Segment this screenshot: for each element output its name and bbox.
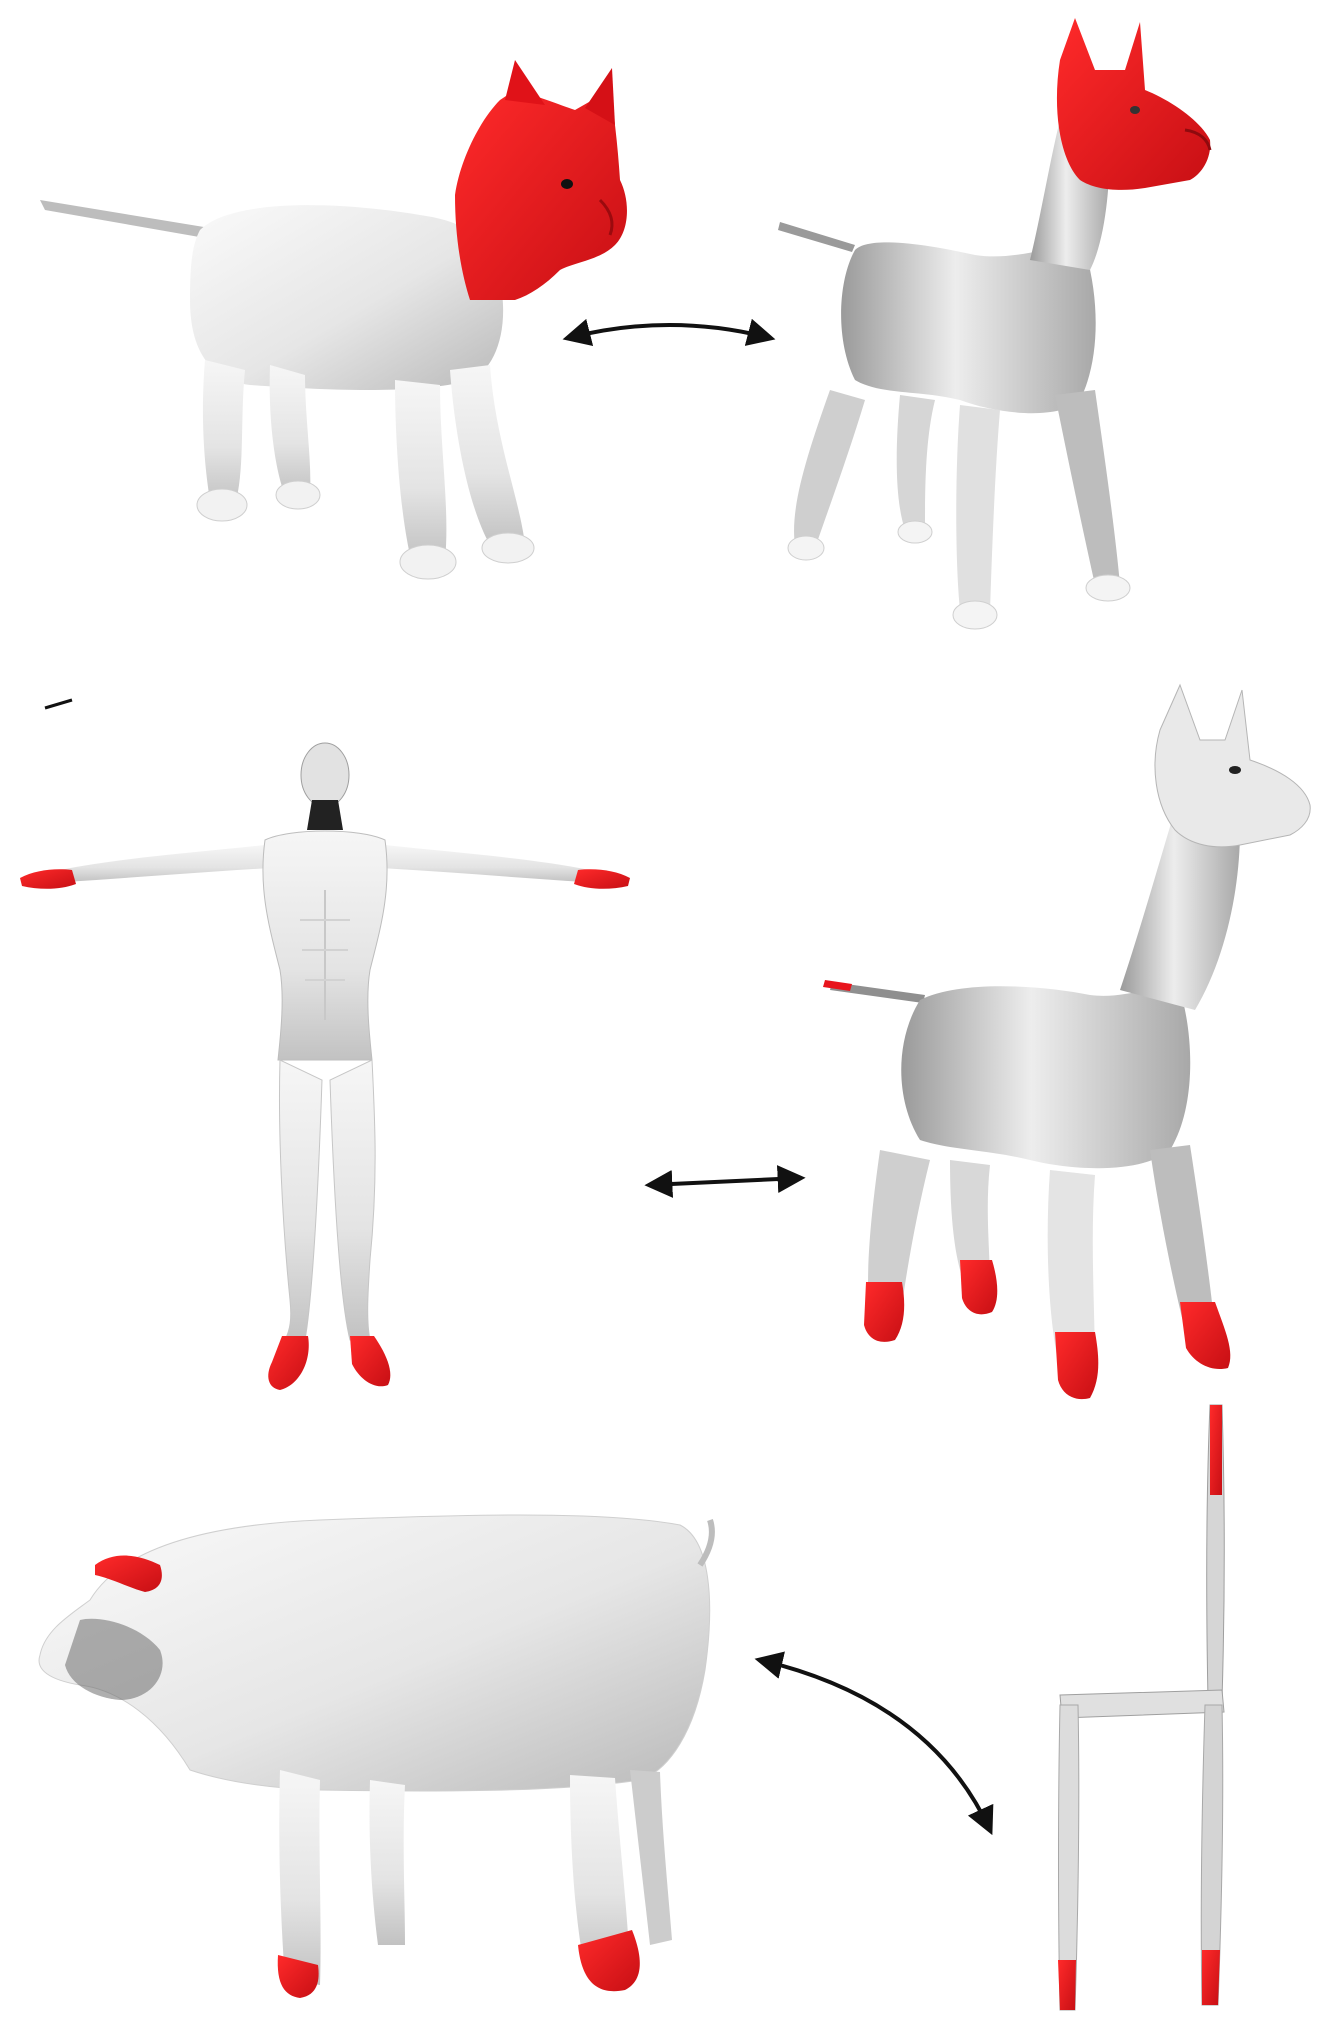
row-human-dog-canvas xyxy=(0,680,1326,1400)
chair-back-leg-tip-highlight xyxy=(1202,1950,1220,2005)
row-pig-chair xyxy=(0,1400,1326,2029)
row-cat-dog xyxy=(0,0,1326,680)
cat-model xyxy=(40,60,627,579)
chair-front-leg-tip-highlight xyxy=(1058,1960,1076,2010)
correspondence-arrow-1 xyxy=(568,325,770,338)
cat-head-highlight xyxy=(455,60,627,300)
correspondence-arrow-2 xyxy=(650,1178,800,1185)
dog-model-top xyxy=(778,18,1210,629)
dog-back-right-paw-highlight xyxy=(1180,1302,1230,1369)
human-right-hand-highlight xyxy=(574,869,630,889)
pig-model xyxy=(39,1515,712,1998)
dog-front-right-paw-highlight xyxy=(1055,1332,1098,1399)
human-left-foot-highlight xyxy=(268,1336,308,1390)
chair-model xyxy=(1058,1405,1224,2010)
chair-backrest-top-highlight xyxy=(1210,1405,1222,1495)
dog-front-left-paw-highlight xyxy=(864,1282,904,1342)
human-right-foot-highlight xyxy=(350,1336,390,1386)
stray-mark xyxy=(45,700,72,708)
row-cat-dog-canvas xyxy=(0,0,1326,680)
human-model xyxy=(20,743,630,1390)
row-human-dog xyxy=(0,680,1326,1400)
dog-model-bottom xyxy=(823,685,1310,1399)
human-left-hand-highlight xyxy=(20,869,76,889)
correspondence-arrow-3 xyxy=(760,1660,990,1830)
dog-head-highlight xyxy=(1057,18,1210,190)
row-pig-chair-canvas xyxy=(0,1400,1326,2029)
dog-back-left-paw-highlight xyxy=(960,1260,997,1314)
